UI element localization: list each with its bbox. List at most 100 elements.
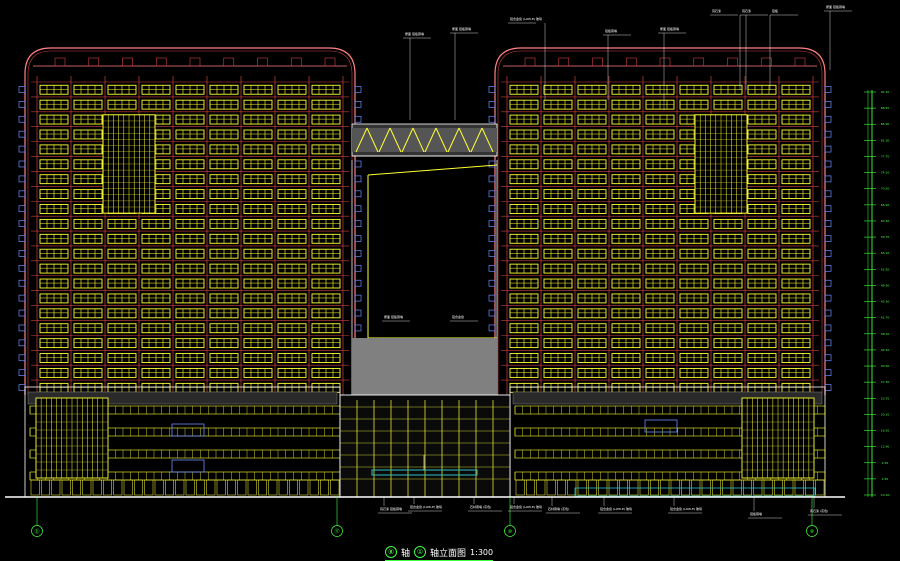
balcony [354,250,362,257]
balcony [488,264,496,272]
storefront-bay [619,479,628,496]
balcony [18,190,26,198]
callout-text: 铝合金窗 (LOW-E) 玻璃 [600,506,632,511]
storefront-bay [712,479,721,496]
storefront-bay [805,479,814,496]
callout-text: 铝合金窗 (LOW-E) 玻璃 [510,16,542,21]
balcony [824,175,832,183]
roof-unit [592,57,603,67]
storefront-bay [670,479,680,496]
podium-blue-box [644,419,678,433]
roof-unit [290,57,302,67]
storefront-bay [185,479,195,496]
balcony [824,205,832,213]
storefront-bay [103,479,112,496]
truss [481,127,494,153]
level-label: 30.90 [881,364,890,368]
callout-text: 屋面 铝板幕墙 [452,26,471,31]
callout-text: 真石漆 铝板幕墙 [380,506,402,511]
storefront-bay [113,479,123,496]
axis-bubble [504,525,516,537]
truss [378,127,391,153]
truss [435,127,448,153]
balcony [488,235,496,242]
storefront-bay [175,479,185,496]
storefront-bay [598,479,608,496]
level-label: 66.90 [881,203,890,207]
tower-outline [494,47,826,395]
roof-unit [760,57,772,67]
balcony [354,86,362,93]
storefront-bay [82,479,92,496]
level-label: 52.50 [881,267,890,271]
tower-inner-outline [497,50,823,395]
truss [389,127,402,153]
storefront-bay [154,479,164,496]
balcony [824,339,832,347]
axis-label: ⑨ [810,529,814,535]
balcony [354,279,362,287]
grey-volume [352,338,497,395]
balcony [354,294,362,302]
storefront-bay [681,479,690,496]
balcony [354,101,362,108]
truss [366,127,379,153]
balcony [18,294,26,302]
balcony [824,354,832,362]
level-label: 38.10 [881,332,890,336]
roof-unit [625,57,637,67]
storefront-bay [72,479,81,496]
balcony [824,190,832,198]
balcony [18,384,26,391]
axis-label: ⑰ [334,528,339,535]
balcony [18,130,26,138]
podium-blue-box [171,459,205,473]
level-label: 92.10 [881,90,890,94]
callout-text: 铝合金窗 (LOW-E) 玻璃 [410,504,442,509]
axis-label: ㉑ [34,528,39,535]
storefront-bay [608,479,618,496]
balcony [18,354,26,362]
callout-text: 屋面 铝板幕墙 [405,31,424,36]
balcony [824,86,832,93]
balcony [824,384,832,391]
balcony [824,115,832,123]
balcony [488,115,496,123]
storefront-bay [41,479,50,496]
balcony [18,86,26,93]
balcony [488,250,496,257]
storefront-bay [309,479,319,496]
level-label: 59.70 [881,235,890,239]
tower-right [488,47,832,395]
callout-text: 石材幕墙 (灰色) [548,506,569,511]
callout-text: 铝合金窗 (LOW-E) 玻璃 [670,506,702,511]
callout-text: 真石漆 [712,8,721,13]
balcony [488,190,496,198]
level-label: 45.30 [881,300,890,304]
balcony [488,279,496,287]
storefront-bay [289,479,298,496]
storefront-bay [784,479,794,496]
storefront-bay [588,479,597,496]
storefront-bay [51,479,61,496]
level-label: 20.10 [881,412,890,416]
balcony [824,369,832,376]
balcony [18,324,26,332]
storefront-bay [815,479,825,496]
balcony [824,220,832,227]
balcony [824,235,832,242]
roof-unit [324,57,336,67]
storefront-bay [196,479,205,496]
storefront-bay [526,479,535,496]
level-label: 27.30 [881,380,890,384]
balcony [488,309,496,317]
roof-unit [223,57,235,67]
balcony [18,235,26,242]
level-label: 81.30 [881,138,890,142]
roof-unit [257,57,268,67]
balcony [488,175,496,183]
title-text: 轴立面图 [430,548,467,559]
storefront-bay [299,479,309,496]
atrium-edge-top [367,164,498,176]
